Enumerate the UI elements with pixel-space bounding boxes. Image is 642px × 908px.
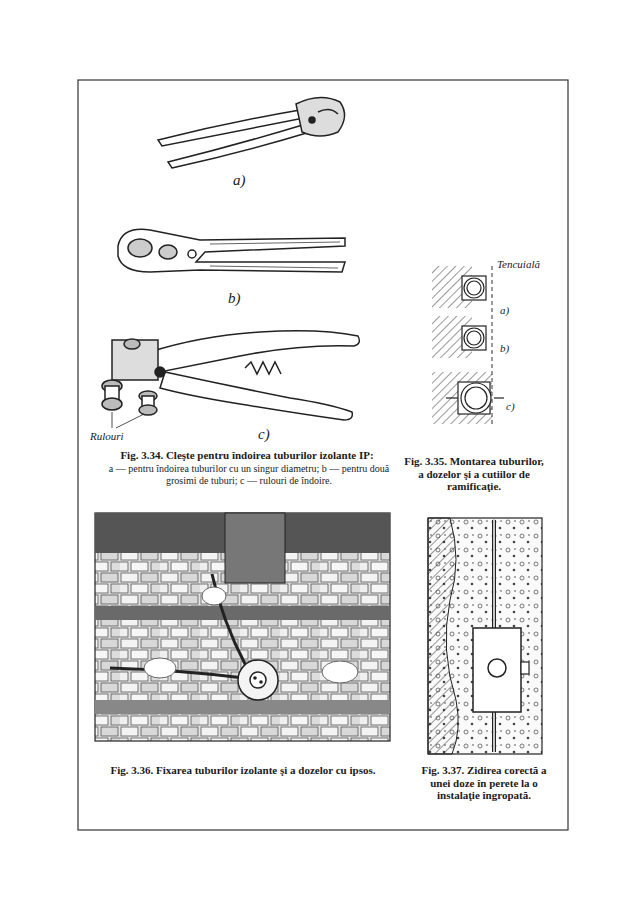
figure-letter: b) xyxy=(500,342,509,355)
figure-letter: c) xyxy=(258,426,270,443)
figure-caption: Fig. 3.36. Fixarea tuburilor izolante şi… xyxy=(95,764,391,777)
part-name: Rulouri xyxy=(90,430,124,443)
figure-letter: a) xyxy=(233,172,246,189)
figure-caption: Fig. 3.34. Cleşte pentru îndoirea tuburi… xyxy=(84,449,410,462)
figure-caption: Fig. 3.35. Montarea tuburilor, a dozelor… xyxy=(404,455,544,493)
figure-letter: a) xyxy=(500,304,509,317)
caption-legend: a — pentru îndoirea tuburilor cu un sing… xyxy=(96,463,402,486)
figure-letter: c) xyxy=(506,400,515,413)
part-name: Tencuială xyxy=(497,258,540,271)
figure-letter: b) xyxy=(228,290,241,307)
figure-caption: Fig. 3.37. Zidirea corectă a unei doze î… xyxy=(410,764,558,802)
